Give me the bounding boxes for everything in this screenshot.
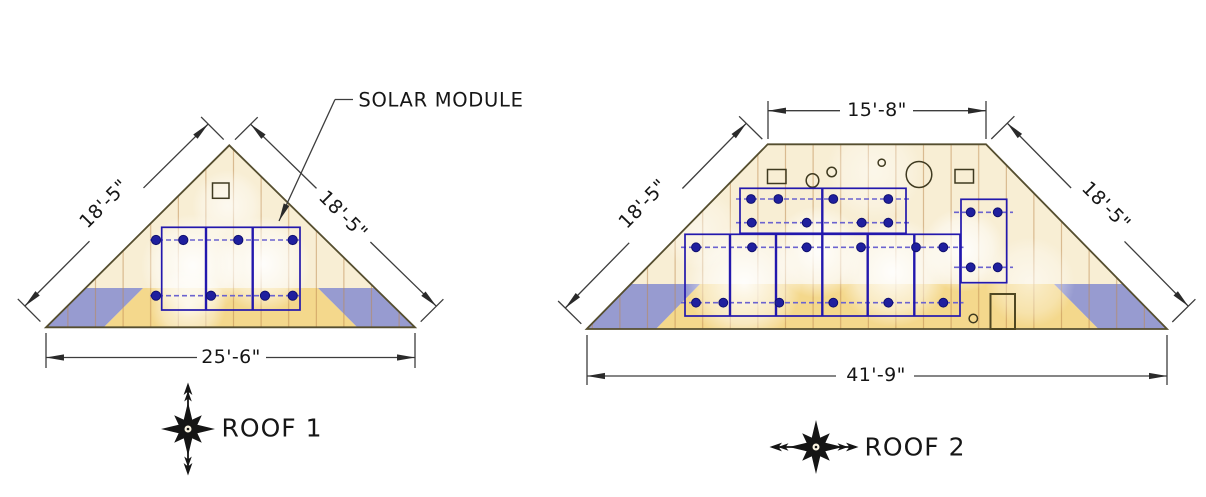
roof-2-title: ROOF 2	[864, 432, 966, 462]
vent-circle-icon	[968, 313, 979, 324]
vent-circle-icon	[905, 160, 933, 189]
compass-rose-east-west-icon	[769, 419, 859, 475]
vent-circle-icon	[877, 158, 887, 168]
roof-2-ridge-dimension: 15'-8"	[847, 99, 907, 121]
solar-module	[160, 226, 301, 311]
roof-2-solar-array	[681, 187, 1013, 317]
roof-1-dimensions	[17, 116, 444, 368]
vent-circle-icon	[826, 166, 838, 178]
vent-square-icon	[954, 168, 975, 184]
roof-1-vent-icon	[211, 182, 230, 200]
vent-circle-icon	[805, 172, 820, 189]
solar-module-leader	[278, 98, 353, 222]
mount-points	[150, 234, 298, 301]
roof-1-outline	[43, 144, 418, 329]
compass-rose-north-icon	[160, 382, 216, 476]
roof-2-vents	[766, 158, 1016, 330]
roof-2-outline	[584, 143, 1170, 330]
chimney-icon	[989, 293, 1016, 330]
vent-square-icon	[766, 168, 787, 185]
roof-1-solar-array	[150, 226, 301, 311]
roof-1-base-dimension: 25'-6"	[201, 346, 261, 368]
roof-2-dimensions	[557, 101, 1196, 385]
solar-module-label: SOLAR MODULE	[358, 88, 524, 112]
solar-module	[960, 198, 1008, 284]
mount-points	[691, 194, 1003, 308]
roof-1-title: ROOF 1	[221, 413, 323, 443]
roof-2-base-dimension: 41'-9"	[846, 364, 906, 386]
roof-2	[557, 101, 1196, 385]
roof-1	[17, 116, 444, 368]
